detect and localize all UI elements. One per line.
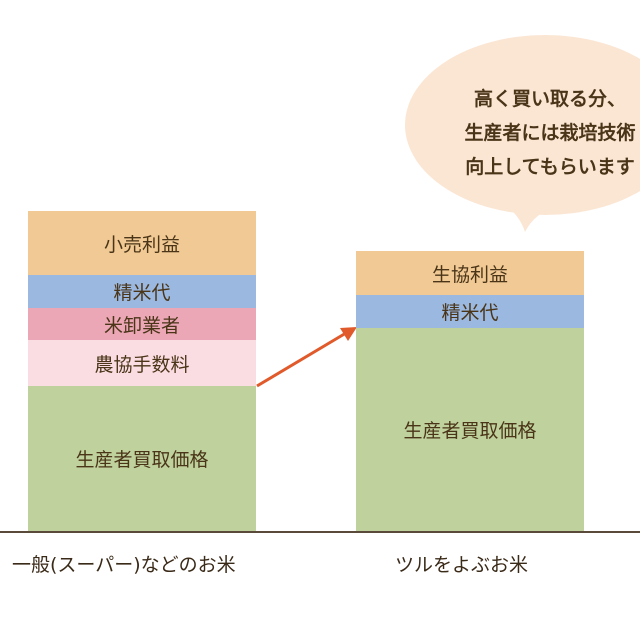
left-stacked-bar: 小売利益 精米代 米卸業者 農協手数料 生産者買取価格 — [28, 211, 256, 531]
segment-ja-fee: 農協手数料 — [28, 340, 256, 386]
baseline — [0, 531, 640, 533]
arrow — [256, 327, 357, 388]
segment-producer-price: 生産者買取価格 — [28, 386, 256, 531]
segment-wholesaler: 米卸業者 — [28, 308, 256, 340]
segment-retail-profit: 小売利益 — [28, 211, 256, 275]
right-stacked-bar: 生協利益 精米代 生産者買取価格 — [356, 251, 584, 531]
bubble-line: 向上してもらいます — [465, 156, 635, 178]
segment-polishing: 精米代 — [356, 295, 584, 328]
speech-bubble-text: 高く買い取る分、 生産者には栽培技術 向上してもらいます — [420, 82, 640, 184]
bubble-line: 高く買い取る分、 — [473, 88, 626, 110]
bubble-line: 生産者には栽培技術 — [464, 122, 636, 144]
segment-polishing: 精米代 — [28, 275, 256, 308]
right-bar-label: ツルをよぶお米 — [395, 554, 529, 576]
segment-producer-price: 生産者買取価格 — [356, 328, 584, 531]
speech-bubble — [405, 35, 640, 232]
segment-coop-profit: 生協利益 — [356, 251, 584, 295]
left-bar-label: 一般(スーパー)などのお米 — [12, 554, 236, 576]
